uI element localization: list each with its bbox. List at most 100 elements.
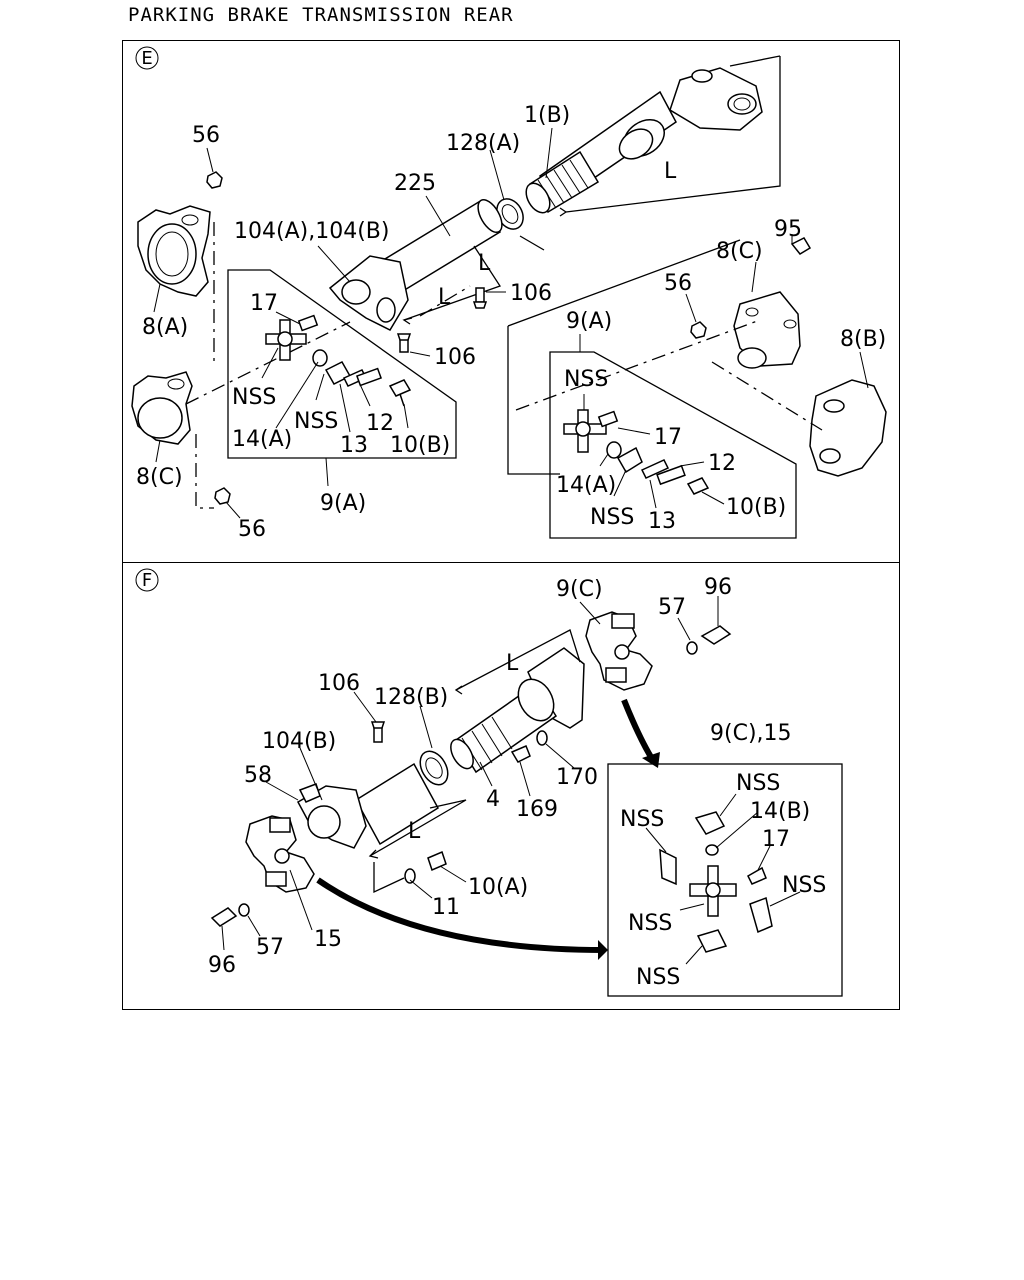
label-12: 12 xyxy=(366,411,394,436)
bolt-96-top xyxy=(700,625,732,645)
label-nss: NSS xyxy=(294,409,338,434)
section-f-letter: F xyxy=(142,570,152,591)
label-l-dimension: L xyxy=(438,285,451,310)
bolt-96-bottom xyxy=(210,907,238,927)
label-12: 12 xyxy=(708,451,736,476)
label-56: 56 xyxy=(664,271,692,296)
label-l-dimension: L xyxy=(664,159,677,184)
u-joint-9c xyxy=(585,611,653,691)
callout-arrow-left xyxy=(316,877,605,953)
washer-57-bottom xyxy=(238,903,250,917)
label-nss: NSS xyxy=(782,873,826,898)
detail-spider xyxy=(659,811,773,953)
spider-cross-left xyxy=(265,314,319,361)
label-8c: 8(C) xyxy=(136,465,183,490)
label-13: 13 xyxy=(648,509,676,534)
washer-170 xyxy=(536,730,548,746)
label-17: 17 xyxy=(250,291,278,316)
flange-yoke-8c-right xyxy=(733,291,801,369)
kit-9a-box-left xyxy=(227,269,457,459)
leader-lines-detail xyxy=(645,793,801,965)
tube-yoke-104b xyxy=(296,783,367,849)
diagram-frame xyxy=(122,40,900,1010)
label-128b: 128(B) xyxy=(374,685,448,710)
slip-yoke-4 xyxy=(450,647,585,774)
kit-9a-box-right xyxy=(549,351,797,539)
section-e: E xyxy=(131,46,887,542)
lock-plate-13-right xyxy=(640,459,670,479)
spider-cross-right xyxy=(563,409,619,453)
bolt-10a xyxy=(427,850,447,872)
strap-12-right xyxy=(656,464,686,486)
flange-yoke-8c-left xyxy=(131,371,193,445)
label-9c-15: 9(C),15 xyxy=(710,721,792,746)
flange-yoke-8b xyxy=(809,379,887,477)
section-f-marker xyxy=(135,568,159,592)
label-4: 4 xyxy=(486,787,500,812)
label-nss: NSS xyxy=(232,385,276,410)
callout-arrow-right xyxy=(621,698,657,764)
bearing-cup-right xyxy=(616,446,643,474)
label-13: 13 xyxy=(340,433,368,458)
tube-f xyxy=(355,762,439,846)
grease-fitting-106 xyxy=(370,721,386,743)
slip-yoke-assembly xyxy=(525,67,763,214)
label-104b: 104(B) xyxy=(262,729,336,754)
section-e-letter: E xyxy=(141,48,152,69)
leader-lines-e xyxy=(153,127,869,519)
bolt-95 xyxy=(790,237,812,255)
label-15: 15 xyxy=(314,927,342,952)
label-96: 96 xyxy=(208,953,236,978)
section-f: F xyxy=(135,568,843,997)
label-10a: 10(A) xyxy=(468,875,528,900)
label-9a: 9(A) xyxy=(320,491,366,516)
label-128a: 128(A) xyxy=(446,131,520,156)
label-95: 95 xyxy=(774,217,802,242)
label-106: 106 xyxy=(434,345,476,370)
bolt-169 xyxy=(510,745,531,763)
label-10b: 10(B) xyxy=(726,495,786,520)
page-title: PARKING BRAKE TRANSMISSION REAR xyxy=(128,4,514,26)
grease-fitting-106b xyxy=(396,333,412,353)
label-106: 106 xyxy=(510,281,552,306)
label-nss: NSS xyxy=(628,911,672,936)
label-225: 225 xyxy=(394,171,436,196)
washer-11 xyxy=(404,868,416,884)
label-nss: NSS xyxy=(736,771,780,796)
label-8c: 8(C) xyxy=(716,239,763,264)
label-nss: NSS xyxy=(590,505,634,530)
label-nss: NSS xyxy=(564,367,608,392)
label-106: 106 xyxy=(318,671,360,696)
label-96: 96 xyxy=(704,575,732,600)
label-l-dimension: L xyxy=(408,819,421,844)
label-nss: NSS xyxy=(636,965,680,990)
label-14a: 14(A) xyxy=(556,473,616,498)
label-9a: 9(A) xyxy=(566,309,612,334)
tube-yoke-104 xyxy=(328,255,409,331)
nut-56-right xyxy=(690,321,707,339)
nut-56-bottom xyxy=(214,487,231,505)
label-169: 169 xyxy=(516,797,558,822)
label-56: 56 xyxy=(238,517,266,542)
seal-14a-right xyxy=(606,441,622,459)
label-nss: NSS xyxy=(620,807,664,832)
detail-box-9c-15 xyxy=(607,763,843,997)
label-57: 57 xyxy=(256,935,284,960)
flange-yoke-8a xyxy=(137,205,211,297)
leader-lines-f xyxy=(221,596,719,951)
label-1b: 1(B) xyxy=(524,103,570,128)
label-11: 11 xyxy=(432,895,460,920)
label-17: 17 xyxy=(654,425,682,450)
label-10b: 10(B) xyxy=(390,433,450,458)
label-56: 56 xyxy=(192,123,220,148)
bolt-10b-left xyxy=(388,379,412,407)
label-8b: 8(B) xyxy=(840,327,886,352)
bolt-10b-right xyxy=(686,477,710,495)
label-17: 17 xyxy=(762,827,790,852)
label-14b: 14(B) xyxy=(750,799,810,824)
washer-57-top xyxy=(686,641,698,655)
grease-fitting-106a xyxy=(472,287,488,309)
label-l-dimension: L xyxy=(506,651,519,676)
label-170: 170 xyxy=(556,765,598,790)
